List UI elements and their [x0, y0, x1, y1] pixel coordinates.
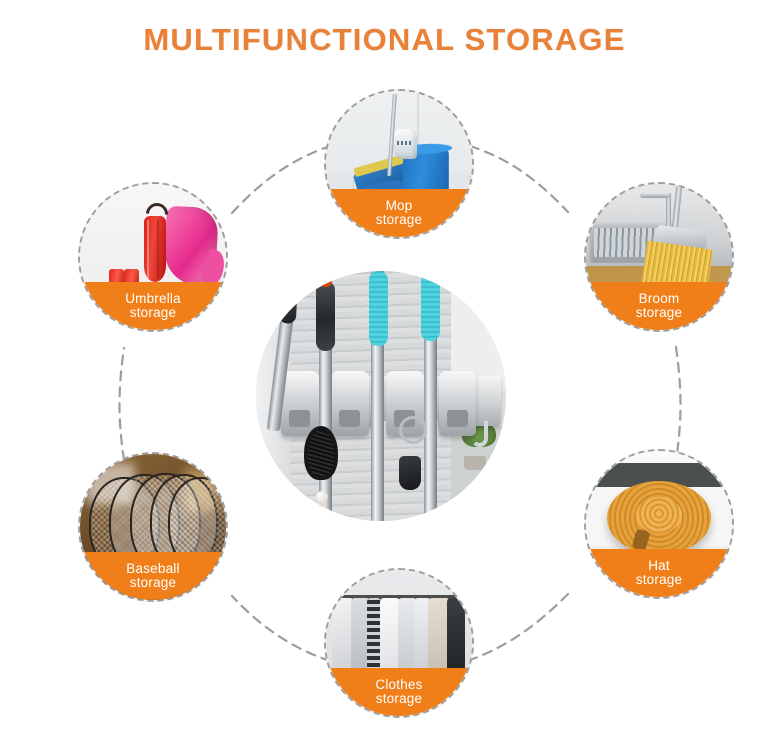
node-mop-label-line1: Mop [385, 197, 413, 213]
node-broom-label: Broom storage [586, 282, 732, 330]
node-clothes-label-line2: storage [375, 691, 423, 706]
node-mop-storage[interactable]: Mop storage [324, 89, 474, 239]
page-title: MULTIFUNCTIONAL STORAGE [143, 22, 626, 57]
node-baseball-label-line2: storage [129, 575, 177, 590]
node-clothes-label-line1: Clothes [375, 676, 423, 692]
node-clothes-storage[interactable]: Clothes storage [324, 568, 474, 718]
node-broom-label-line1: Broom [638, 290, 680, 306]
node-mop-label: Mop storage [326, 189, 472, 237]
node-hat-label-line1: Hat [648, 557, 670, 573]
node-mop-label-line2: storage [375, 212, 423, 227]
node-baseball-storage[interactable]: Baseball storage [78, 452, 228, 602]
node-umbrella-storage[interactable]: Umbrella storage [78, 182, 228, 332]
node-umbrella-label-line1: Umbrella [125, 290, 181, 306]
node-hat-storage[interactable]: Hat storage [584, 449, 734, 599]
node-baseball-label: Baseball storage [80, 552, 226, 600]
node-umbrella-label: Umbrella storage [80, 282, 226, 330]
node-broom-storage[interactable]: Broom storage [584, 182, 734, 332]
node-hat-label: Hat storage [586, 549, 732, 597]
node-hat-label-line2: storage [635, 572, 683, 587]
node-broom-label-line2: storage [635, 305, 683, 320]
node-baseball-label-line1: Baseball [126, 560, 180, 576]
node-umbrella-label-line2: storage [129, 305, 177, 320]
node-clothes-label: Clothes storage [326, 668, 472, 716]
broom-storage-photo [586, 184, 732, 330]
center-product-photo [256, 271, 506, 521]
